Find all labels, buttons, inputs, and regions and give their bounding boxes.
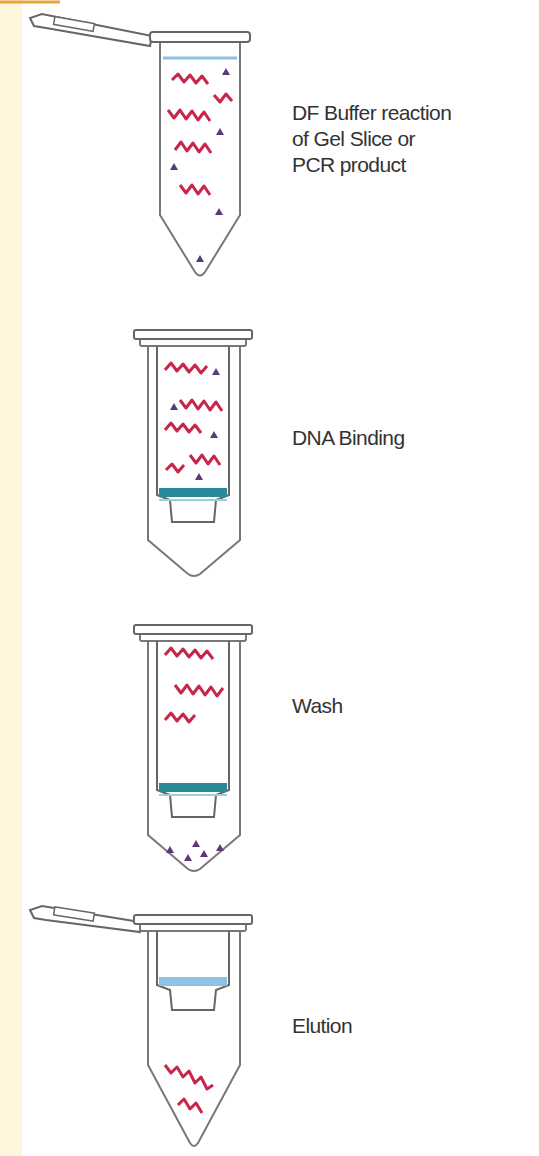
spin-column-wash bbox=[134, 625, 252, 871]
step-label: DNA Binding bbox=[292, 425, 492, 451]
microtube-elution bbox=[30, 906, 252, 1146]
microtube-sample bbox=[30, 14, 250, 276]
step-label: Elution bbox=[292, 1013, 492, 1039]
step-label: DF Buffer reaction of Gel Slice or PCR p… bbox=[292, 100, 462, 178]
step-label: Wash bbox=[292, 693, 492, 719]
spin-column-binding bbox=[134, 330, 252, 576]
